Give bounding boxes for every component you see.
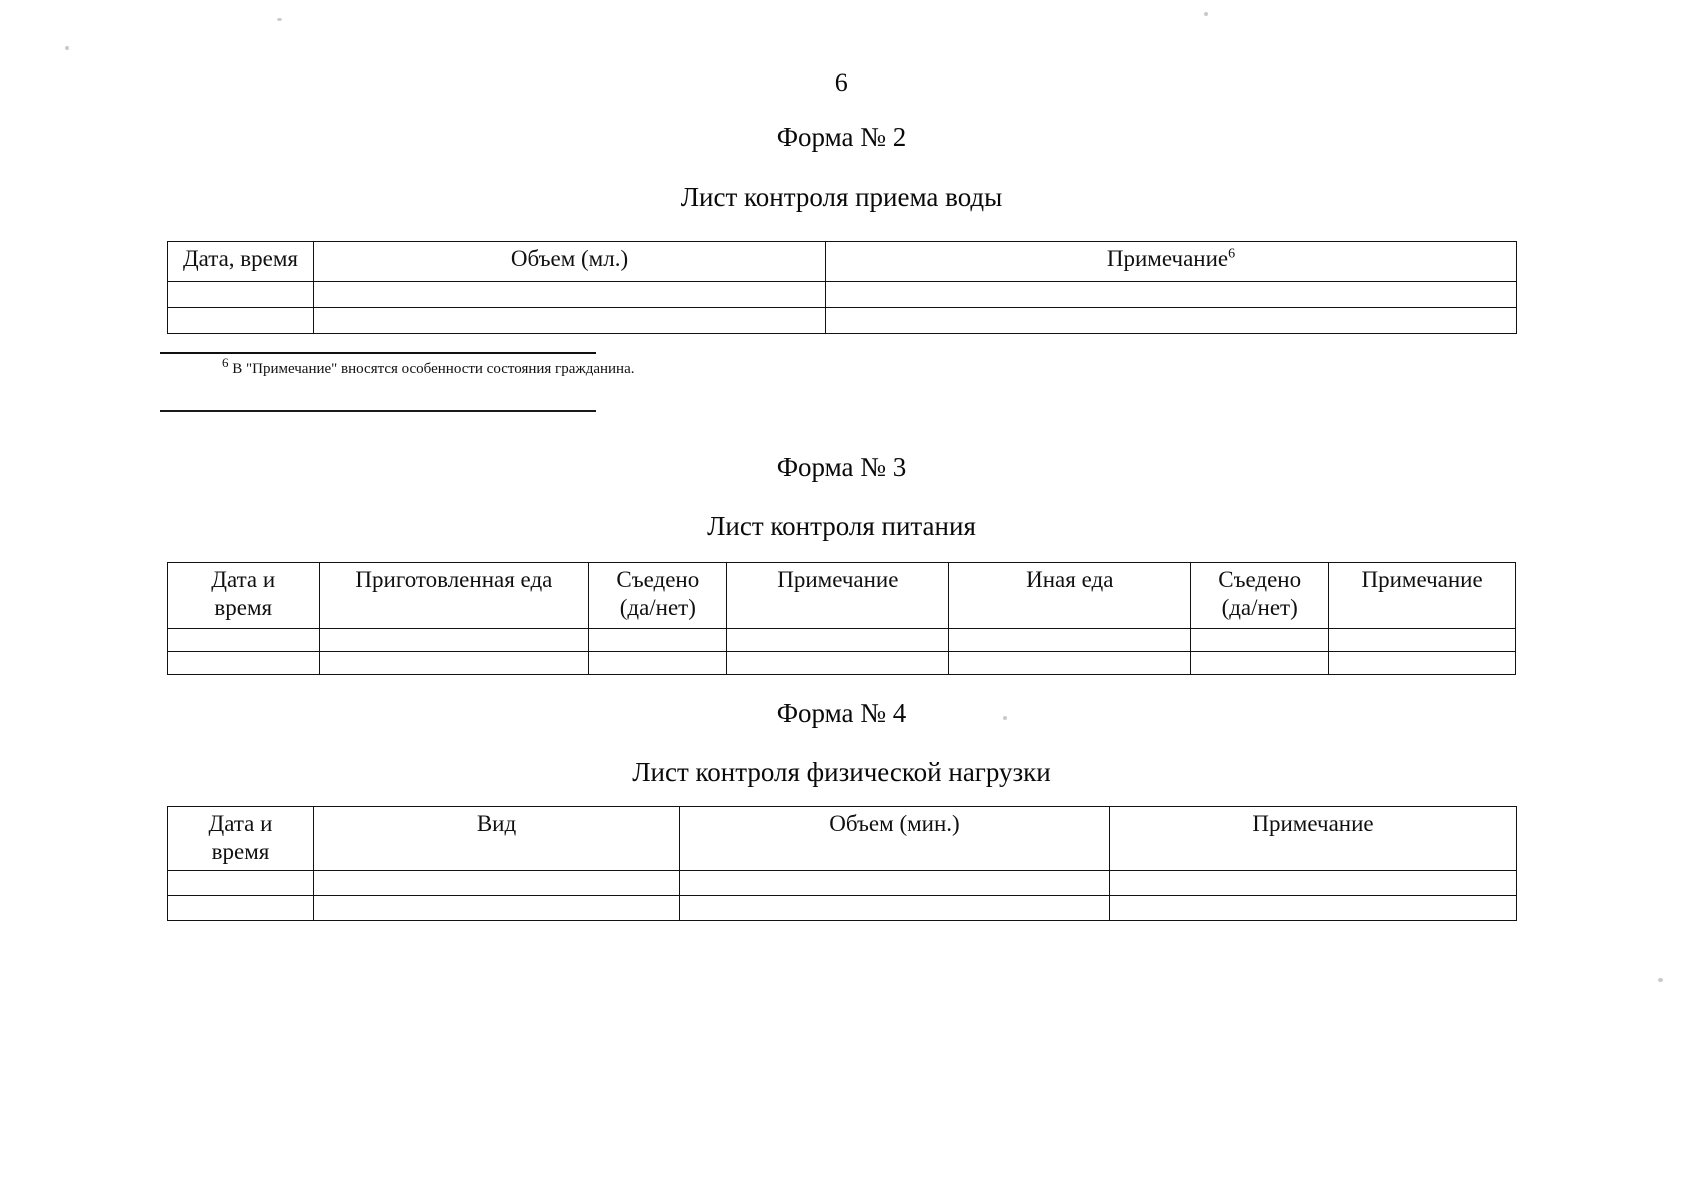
form-title-3: Лист контроля питания bbox=[707, 511, 976, 541]
form-label-4: Форма № 4 bbox=[776, 698, 907, 728]
header-line-1: Съедено bbox=[1218, 567, 1302, 592]
cell-volume-ml[interactable] bbox=[313, 307, 826, 334]
table-row[interactable] bbox=[167, 870, 1517, 897]
column-header-note-other: Примечание bbox=[1328, 562, 1516, 629]
cell-activity-type[interactable] bbox=[313, 870, 680, 897]
cell-volume-min[interactable] bbox=[679, 870, 1110, 897]
table-water-intake: Дата, время Объем (мл.) Примечание6 bbox=[167, 241, 1517, 334]
cell-other-food[interactable] bbox=[948, 651, 1192, 675]
cell-date-time[interactable] bbox=[167, 307, 314, 334]
column-header-note: Примечание bbox=[1109, 805, 1517, 872]
cell-prepared-food[interactable] bbox=[318, 651, 590, 675]
cell-other-food[interactable] bbox=[948, 628, 1192, 652]
table-header-row: Дата и время Вид Объем (мин.) Примечание bbox=[167, 805, 1517, 872]
cell-date-time[interactable] bbox=[167, 281, 314, 308]
header-line-2: время bbox=[211, 839, 270, 865]
column-header-volume-ml: Объем (мл.) bbox=[313, 241, 826, 282]
cell-volume-min[interactable] bbox=[679, 895, 1110, 922]
form-label-2: Форма № 2 bbox=[776, 122, 907, 152]
table-header-row: Дата и время Приготовленная еда Съедено (д… bbox=[167, 562, 1516, 629]
header-line-1: Дата и bbox=[208, 811, 273, 836]
column-header-prepared-food: Приготовленная еда bbox=[318, 562, 590, 629]
cell-eaten-yes-no[interactable] bbox=[588, 628, 728, 652]
column-header-eaten-yes-no: Съедено (да/нет) bbox=[588, 562, 728, 629]
column-header-note-label: Примечание bbox=[1106, 246, 1229, 271]
footnote-marker-superscript: 6 bbox=[1228, 246, 1236, 262]
cell-note[interactable] bbox=[726, 628, 950, 652]
column-header-note: Примечание6 bbox=[825, 241, 1517, 282]
scan-speck bbox=[65, 46, 69, 50]
column-header-note: Примечание bbox=[726, 562, 950, 629]
table-header-row: Дата, время Объем (мл.) Примечание6 bbox=[167, 241, 1517, 282]
scan-speck bbox=[1204, 12, 1208, 16]
form-title-2: Лист контроля приема воды bbox=[680, 182, 1003, 212]
header-line-1: Съедено bbox=[616, 567, 700, 592]
column-header-activity-type: Вид bbox=[313, 805, 680, 872]
form-label-3: Форма № 3 bbox=[776, 452, 907, 482]
footnote-separator-rule bbox=[160, 352, 596, 354]
column-header-eaten-yes-no-other: Съедено (да/нет) bbox=[1190, 562, 1330, 629]
table-row[interactable] bbox=[167, 651, 1516, 675]
cell-date-time[interactable] bbox=[167, 651, 320, 675]
footnote-bottom-rule bbox=[160, 410, 596, 412]
cell-note[interactable] bbox=[825, 281, 1517, 308]
cell-eaten-yes-no[interactable] bbox=[588, 651, 728, 675]
table-row[interactable] bbox=[167, 281, 1517, 308]
cell-note[interactable] bbox=[1109, 895, 1517, 922]
page-number: 6 bbox=[834, 68, 849, 97]
header-line-1: Дата и bbox=[211, 567, 276, 592]
header-line-2: (да/нет) bbox=[1221, 595, 1298, 621]
cell-eaten-yes-no-other[interactable] bbox=[1190, 651, 1330, 675]
footnote-block: 6 В "Примечание" вносятся особенности со… bbox=[160, 352, 680, 412]
column-header-date-time: Дата и время bbox=[167, 805, 314, 872]
cell-activity-type[interactable] bbox=[313, 895, 680, 922]
table-row[interactable] bbox=[167, 895, 1517, 922]
table-row[interactable] bbox=[167, 307, 1517, 334]
cell-note[interactable] bbox=[726, 651, 950, 675]
scan-speck bbox=[1658, 978, 1663, 982]
header-line-2: (да/нет) bbox=[619, 595, 696, 621]
cell-note[interactable] bbox=[825, 307, 1517, 334]
cell-note-other[interactable] bbox=[1328, 651, 1516, 675]
column-header-volume-min: Объем (мин.) bbox=[679, 805, 1110, 872]
footnote-text: 6 В "Примечание" вносятся особенности со… bbox=[222, 356, 680, 378]
form-title-4: Лист контроля физической нагрузки bbox=[632, 757, 1051, 787]
scan-speck bbox=[277, 18, 282, 21]
table-food-intake: Дата и время Приготовленная еда Съедено (д… bbox=[167, 562, 1516, 675]
footnote-body: В "Примечание" вносятся особенности сост… bbox=[232, 361, 635, 377]
column-header-other-food: Иная еда bbox=[948, 562, 1192, 629]
column-header-date-time: Дата и время bbox=[167, 562, 320, 629]
cell-eaten-yes-no-other[interactable] bbox=[1190, 628, 1330, 652]
cell-prepared-food[interactable] bbox=[318, 628, 590, 652]
footnote-number: 6 bbox=[222, 355, 229, 370]
cell-note-other[interactable] bbox=[1328, 628, 1516, 652]
cell-volume-ml[interactable] bbox=[313, 281, 826, 308]
cell-date-time[interactable] bbox=[167, 870, 314, 897]
column-header-date-time: Дата, время bbox=[167, 241, 314, 282]
header-line-2: время bbox=[214, 595, 273, 621]
table-row[interactable] bbox=[167, 628, 1516, 652]
table-physical-activity: Дата и время Вид Объем (мин.) Примечание bbox=[167, 805, 1517, 922]
cell-note[interactable] bbox=[1109, 870, 1517, 897]
cell-date-time[interactable] bbox=[167, 895, 314, 922]
cell-date-time[interactable] bbox=[167, 628, 320, 652]
scan-speck bbox=[1003, 716, 1007, 720]
